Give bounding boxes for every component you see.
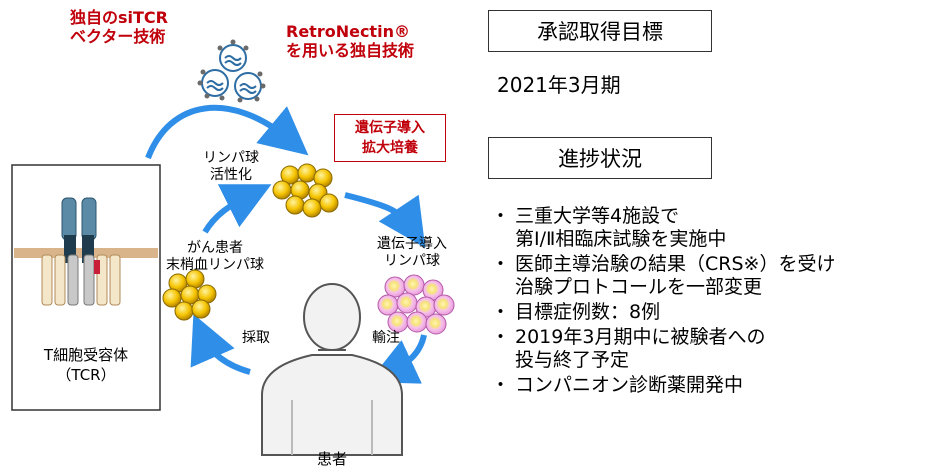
progress-item-text: 目標症例数：8例 xyxy=(515,301,661,323)
tcr-label: T細胞受容体 （TCR） xyxy=(14,345,158,385)
patient-label: 患者 xyxy=(316,450,347,468)
vector-tech-line2: ベクター技術 xyxy=(70,27,166,46)
activation-line1: リンパ球 xyxy=(203,150,259,166)
progress-item-text: 2019年3月期中に被験者への 投与終了予定 xyxy=(515,326,766,371)
transduced-line1: 遺伝子導入 xyxy=(377,236,447,252)
retronectin-line1: RetroNectin® xyxy=(286,22,410,41)
retronectin-line2: を用いる独自技術 xyxy=(286,41,415,60)
infusion-label: 輸注 xyxy=(372,330,400,346)
cancer-pbl-label: がん患者 末梢血リンパ球 xyxy=(160,240,270,274)
arrow-to-collection xyxy=(190,314,251,375)
patient-lymphocytes xyxy=(162,269,217,321)
tcr-line1: T細胞受容体 xyxy=(43,346,129,364)
bullet-icon: ・ xyxy=(491,301,511,323)
virus-icon xyxy=(201,44,262,100)
gene-box-line2: 拡大培養 xyxy=(362,140,418,156)
tcr-line2: （TCR） xyxy=(56,366,116,384)
transduced-label: 遺伝子導入 リンパ球 xyxy=(362,236,462,270)
progress-item-text: 医師主導治験の結果（CRS※）を受け 治験プロトコールを一部変更 xyxy=(515,253,836,298)
patient-figure xyxy=(261,283,403,456)
approval-heading-box: 承認取得目標 xyxy=(488,10,712,52)
progress-item-text: コンパニオン診断薬開発中 xyxy=(515,374,744,396)
progress-item-text: 三重大学等4施設で 第Ⅰ/Ⅱ相臨床試験を実施中 xyxy=(515,205,727,250)
progress-heading: 進捗状況 xyxy=(558,147,642,171)
vector-tech-label: 独自のsiTCR ベクター技術 xyxy=(70,8,168,46)
cancer-pbl-line2: 末梢血リンパ球 xyxy=(166,257,264,273)
arrow-to-infusion xyxy=(368,334,427,384)
progress-item: ・医師主導治験の結果（CRS※）を受け 治験プロトコールを一部変更 xyxy=(491,253,835,299)
progress-item: ・目標症例数：8例 xyxy=(491,301,835,324)
bullet-icon: ・ xyxy=(491,253,511,275)
arrow-vector-to-cells xyxy=(145,104,309,160)
bullet-icon: ・ xyxy=(491,326,511,348)
arrow-to-transduced xyxy=(344,192,426,248)
approval-heading: 承認取得目標 xyxy=(537,20,663,44)
progress-item: ・2019年3月期中に被験者への 投与終了予定 xyxy=(491,326,835,372)
activation-line2: 活性化 xyxy=(210,167,252,183)
progress-item: ・コンパニオン診断薬開発中 xyxy=(491,374,835,397)
activated-lymphocytes xyxy=(272,163,339,218)
vector-tech-line1: 独自のsiTCR xyxy=(70,8,168,27)
collection-label: 採取 xyxy=(242,330,270,346)
retronectin-label: RetroNectin® を用いる独自技術 xyxy=(286,22,414,60)
transduced-lymphocytes xyxy=(377,274,455,335)
bullet-icon: ・ xyxy=(491,374,511,396)
gene-box-line1: 遺伝子導入 xyxy=(355,120,425,136)
transduced-line2: リンパ球 xyxy=(384,253,440,269)
activation-label: リンパ球 活性化 xyxy=(192,150,270,184)
tcr-illustration xyxy=(14,197,158,306)
progress-heading-box: 進捗状況 xyxy=(488,137,712,179)
gene-transfer-box: 遺伝子導入 拡大培養 xyxy=(334,114,446,162)
bullet-icon: ・ xyxy=(491,205,511,227)
progress-item: ・三重大学等4施設で 第Ⅰ/Ⅱ相臨床試験を実施中 xyxy=(491,205,835,251)
arrow-to-activation xyxy=(202,184,272,234)
cancer-pbl-line1: がん患者 xyxy=(187,240,243,256)
progress-list: ・三重大学等4施設で 第Ⅰ/Ⅱ相臨床試験を実施中 ・医師主導治験の結果（CRS※… xyxy=(491,205,835,399)
approval-target: 2021年3月期 xyxy=(497,73,621,97)
